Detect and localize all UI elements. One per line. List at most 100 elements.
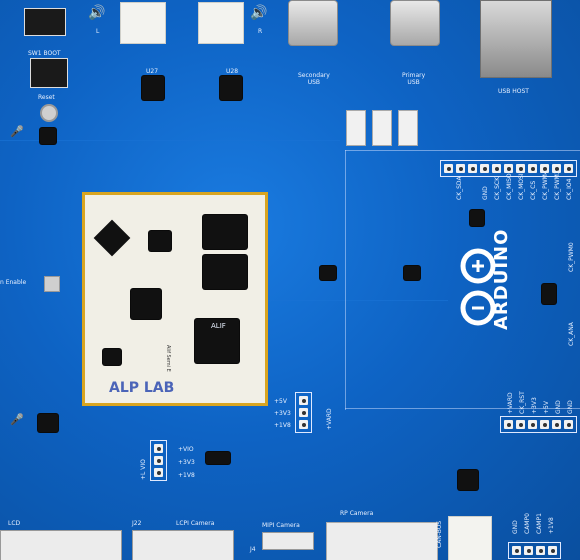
j4-label: J4 xyxy=(250,546,256,553)
u28-label: U28 xyxy=(226,68,239,75)
microphone-icon: 🎤 xyxy=(10,125,24,138)
j22-label: J22 xyxy=(132,520,142,527)
som-alif-logo: ALIF xyxy=(211,322,226,330)
can-bus-label: CAN-BUS xyxy=(436,520,443,548)
chip-misc xyxy=(470,210,484,226)
trace xyxy=(0,140,340,141)
dip-switch-boot[interactable] xyxy=(30,58,68,88)
dip-switch-top[interactable] xyxy=(24,8,66,36)
bottom-header-pin-label: CK_RST xyxy=(519,391,526,414)
gnd-cam-label: +1V8 xyxy=(548,517,555,534)
som-brand-label: ALP LAB xyxy=(109,380,175,396)
som-memory-2 xyxy=(203,255,247,289)
camera-gpio-header[interactable] xyxy=(508,542,561,559)
mipi-camera-label: MIPI Camera xyxy=(262,522,300,529)
top-header-pin-label: CK_MOSI xyxy=(518,173,525,200)
secondary-usb-c-port[interactable] xyxy=(288,0,338,46)
chip-misc xyxy=(40,128,56,144)
lcd-label: LCD xyxy=(8,520,21,527)
chip-misc xyxy=(458,470,478,490)
gnd-cam-label: CAMP1 xyxy=(536,513,543,534)
inductor-2 xyxy=(372,110,392,146)
som-chip-small-2 xyxy=(103,349,121,365)
chip-misc xyxy=(404,266,420,280)
speaker-connector-left[interactable] xyxy=(120,2,166,44)
lcd-connector[interactable] xyxy=(0,530,122,560)
pin-1v8-label: +1V8 xyxy=(274,422,291,429)
top-header-pin-label: CK_PWM3 xyxy=(554,170,561,200)
right-pin-label: CK_PWM0 xyxy=(568,242,575,272)
chip-misc xyxy=(38,414,58,432)
top-header-pin-label: CK_CS xyxy=(530,180,537,200)
speaker-left-icon: 🔊 xyxy=(88,5,106,21)
vio-jumper-header[interactable] xyxy=(150,440,167,481)
sw1-boot-label: SW1 BOOT xyxy=(28,50,61,57)
arduino-logo-icon xyxy=(458,244,498,332)
trace xyxy=(345,150,580,151)
primary-usb-label: Primary USB xyxy=(402,72,426,86)
arduino-top-header[interactable] xyxy=(440,160,577,177)
secondary-usb-label: Secondary USB xyxy=(298,72,330,86)
speaker-connector-right[interactable] xyxy=(198,2,244,44)
chip-misc xyxy=(206,452,230,464)
system-on-module: ALIF Alif Semi E ALP LAB xyxy=(82,192,268,406)
top-header-pin-label: CK_SCK xyxy=(494,176,501,200)
top-header-pin-label: CK_PWM4 xyxy=(542,170,549,200)
top-header-pin-label: CK_SDA xyxy=(456,176,463,200)
som-chip-center xyxy=(131,289,161,319)
chip-u27 xyxy=(142,76,164,100)
bottom-header-pin-label: +3V3 xyxy=(531,397,538,414)
speaker-left-label: L xyxy=(96,28,100,35)
gnd-cam-label: CAMP0 xyxy=(524,513,531,534)
arduino-label: ARDUINO xyxy=(491,228,512,330)
som-chip-diamond xyxy=(93,219,131,257)
pin-3v3-label: +3V3 xyxy=(274,410,291,417)
top-header-pin-label: CK_MISO xyxy=(506,173,513,200)
right-pin-label: CK_ANA xyxy=(568,322,575,346)
rp-camera-label: RP Camera xyxy=(340,510,374,517)
reset-button[interactable] xyxy=(40,104,58,122)
vio-label: +VIO xyxy=(178,446,194,453)
u27-label: U27 xyxy=(146,68,159,75)
usb-host-label: USB HOST xyxy=(498,88,529,95)
top-header-pin-label: CK_IO4 xyxy=(566,178,573,200)
trace xyxy=(345,150,346,410)
can-bus-connector[interactable] xyxy=(448,516,492,560)
inductor-3 xyxy=(398,110,418,146)
som-alif-processor xyxy=(195,319,239,363)
mipi-camera-connector[interactable] xyxy=(262,532,314,550)
lcpi-camera-connector[interactable] xyxy=(132,530,234,560)
lvio-label: +L VIO xyxy=(140,459,147,480)
vard-label: +VARD xyxy=(326,408,333,430)
gnd-cam-label: GND xyxy=(512,520,519,534)
lcpi-camera-label: LCPI Camera xyxy=(176,520,215,527)
som-memory-1 xyxy=(203,215,247,249)
inductor-1 xyxy=(346,110,366,146)
vard-jumper-header[interactable] xyxy=(295,392,312,433)
vio-1v8-label: +1V8 xyxy=(178,472,195,479)
rp-camera-connector[interactable] xyxy=(326,522,438,560)
bottom-header-pin-label: GND xyxy=(567,400,574,414)
chip-u28 xyxy=(220,76,242,100)
som-model-label: Alif Semi E xyxy=(165,345,171,372)
arduino-bottom-header[interactable] xyxy=(500,416,577,433)
chip-misc xyxy=(320,266,336,280)
speaker-right-icon: 🔊 xyxy=(250,5,268,21)
trace xyxy=(345,408,580,409)
enable-button[interactable] xyxy=(44,276,60,292)
usb-host-port[interactable] xyxy=(480,0,552,78)
som-chip-small xyxy=(149,231,171,251)
bottom-header-pin-label: +VARD xyxy=(507,392,514,414)
speaker-right-label: R xyxy=(258,28,263,35)
pin-5v-label: +5V xyxy=(274,398,287,405)
primary-usb-c-port[interactable] xyxy=(390,0,440,46)
reset-label: Reset xyxy=(38,94,55,101)
vio-3v3-label: +3V3 xyxy=(178,459,195,466)
chip-misc xyxy=(542,284,556,304)
enable-label: n Enable xyxy=(0,279,27,286)
top-header-pin-label: GND xyxy=(482,186,489,200)
microphone-icon: 🎤 xyxy=(10,413,24,426)
trace xyxy=(268,300,448,301)
bottom-header-pin-label: GND xyxy=(555,400,562,414)
